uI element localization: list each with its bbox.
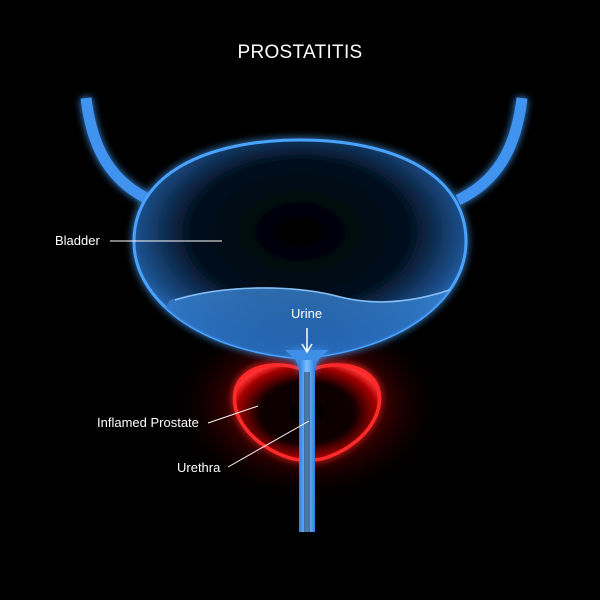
prostate-leader-line [207, 405, 259, 424]
right-ureter [455, 97, 528, 205]
urethra-tube [299, 360, 315, 532]
urine-arrow-head [301, 343, 313, 354]
urine-label: Urine [291, 306, 323, 321]
urethra-leader-line [227, 420, 310, 468]
page-title: PROSTATITIS [237, 42, 363, 63]
inflamed-prostate-label: Inflamed Prostate [97, 415, 199, 430]
bladder-label: Bladder [55, 233, 100, 248]
urethra-label: Urethra [177, 460, 221, 475]
left-ureter [80, 97, 153, 205]
